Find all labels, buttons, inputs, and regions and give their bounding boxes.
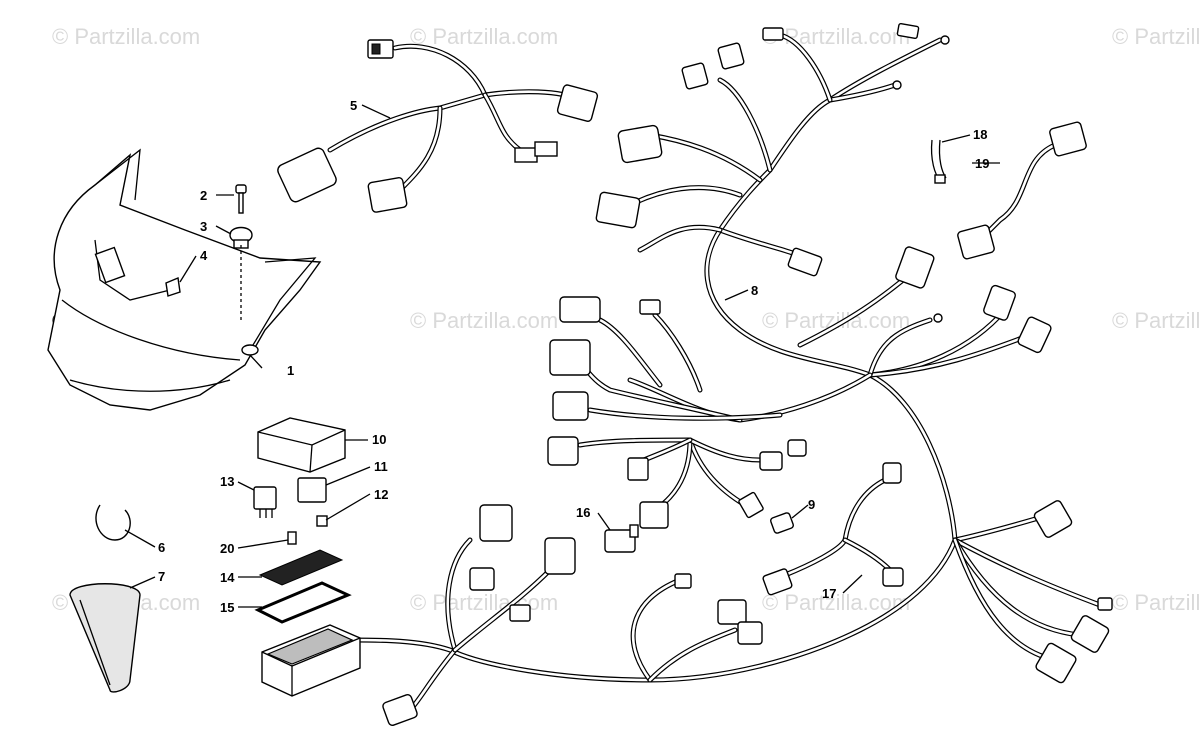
headlight-housing[interactable] (47, 148, 322, 411)
callout-10: 10 (372, 432, 386, 447)
gasket-15[interactable] (254, 581, 352, 624)
fuse-box-cover-10[interactable] (257, 417, 346, 473)
watermark-12: © Partzilla.com (1112, 590, 1200, 615)
callout-15: 15 (220, 600, 234, 615)
clip-part[interactable] (165, 277, 181, 297)
callout-11: 11 (374, 459, 388, 474)
watermark-2: © Partzilla.com (410, 24, 559, 49)
small-connector-9[interactable] (770, 512, 794, 534)
main-harness[interactable] (347, 32, 1103, 713)
callout-12: 12 (374, 487, 388, 502)
callout-17: 17 (822, 586, 836, 601)
callout-19: 19 (975, 156, 989, 171)
tube-sleeve-7[interactable] (69, 583, 141, 693)
fuse-12[interactable] (316, 515, 328, 527)
callout-13: 13 (220, 474, 234, 489)
watermark-7: © Partzilla.com (762, 308, 911, 333)
watermark-6: © Partzilla.com (410, 308, 559, 333)
jumper-harness-19[interactable] (957, 121, 1087, 260)
relay-13[interactable] (253, 486, 277, 518)
watermark-8: © Partzilla.com (1112, 308, 1200, 333)
callout-8: 8 (751, 283, 758, 298)
headlight-harness[interactable] (276, 39, 599, 213)
watermark-4: © Partzilla.com (1112, 24, 1200, 49)
fuse-block-base[interactable] (261, 624, 361, 697)
callout-14: 14 (220, 570, 235, 585)
callout-leaders (124, 104, 1000, 608)
cable-tie-18[interactable] (930, 139, 947, 184)
screw-part[interactable] (235, 184, 247, 214)
fuse-panel-14[interactable] (258, 549, 344, 586)
callout-16: 16 (576, 505, 590, 520)
callout-9: 9 (808, 497, 815, 512)
clamp-part[interactable] (229, 226, 253, 249)
callout-3: 3 (200, 219, 207, 234)
callout-20: 20 (220, 541, 234, 556)
callout-4: 4 (200, 248, 208, 263)
watermark-10: © Partzilla.com (410, 590, 559, 615)
watermark-1: © Partzilla.com (52, 24, 201, 49)
band-clip-6[interactable] (95, 504, 131, 541)
connector-cluster[interactable] (382, 22, 1113, 726)
watermark-11: © Partzilla.com (762, 590, 911, 615)
callout-1: 1 (287, 363, 294, 378)
relay-11[interactable] (297, 477, 327, 503)
sub-harness-17[interactable] (762, 462, 904, 596)
callout-6: 6 (158, 540, 165, 555)
callout-7: 7 (158, 569, 165, 584)
callout-18: 18 (973, 127, 987, 142)
callout-5: 5 (350, 98, 357, 113)
callout-labels: 1 2 3 4 5 6 7 8 9 10 11 12 13 14 15 16 1… (158, 98, 989, 615)
fuse-20[interactable] (287, 531, 297, 545)
callout-2: 2 (200, 188, 207, 203)
connector-16[interactable] (604, 524, 639, 553)
